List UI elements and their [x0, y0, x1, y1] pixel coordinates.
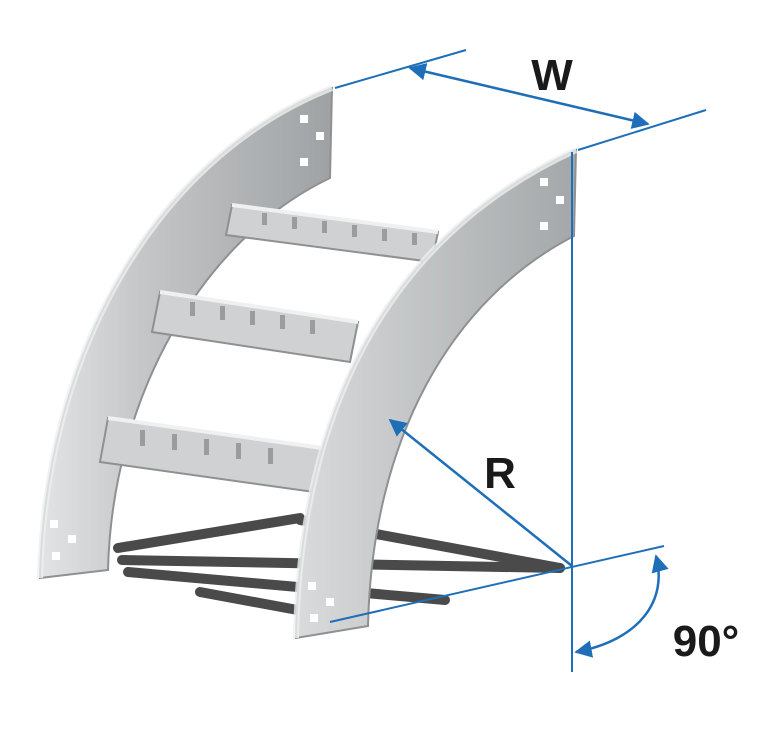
- rung-top: [224, 203, 440, 264]
- width-label: W: [531, 51, 573, 100]
- w-extension-left: [334, 49, 467, 89]
- angle-label: 90°: [673, 617, 740, 666]
- inner-rail-holes: [308, 178, 564, 622]
- rung-bottom: [98, 416, 324, 494]
- angle-arc: [574, 554, 669, 658]
- rung-middle: [150, 290, 360, 364]
- dimension-lines: [329, 49, 707, 672]
- rung-slots: [140, 213, 417, 464]
- w-extension-right: [577, 109, 707, 151]
- radius-label: R: [484, 449, 516, 498]
- radius-arrow: [388, 418, 573, 567]
- inner-rail: [293, 147, 578, 640]
- outer-rail-holes: [50, 115, 324, 560]
- w-dimension-arrow: [408, 63, 650, 129]
